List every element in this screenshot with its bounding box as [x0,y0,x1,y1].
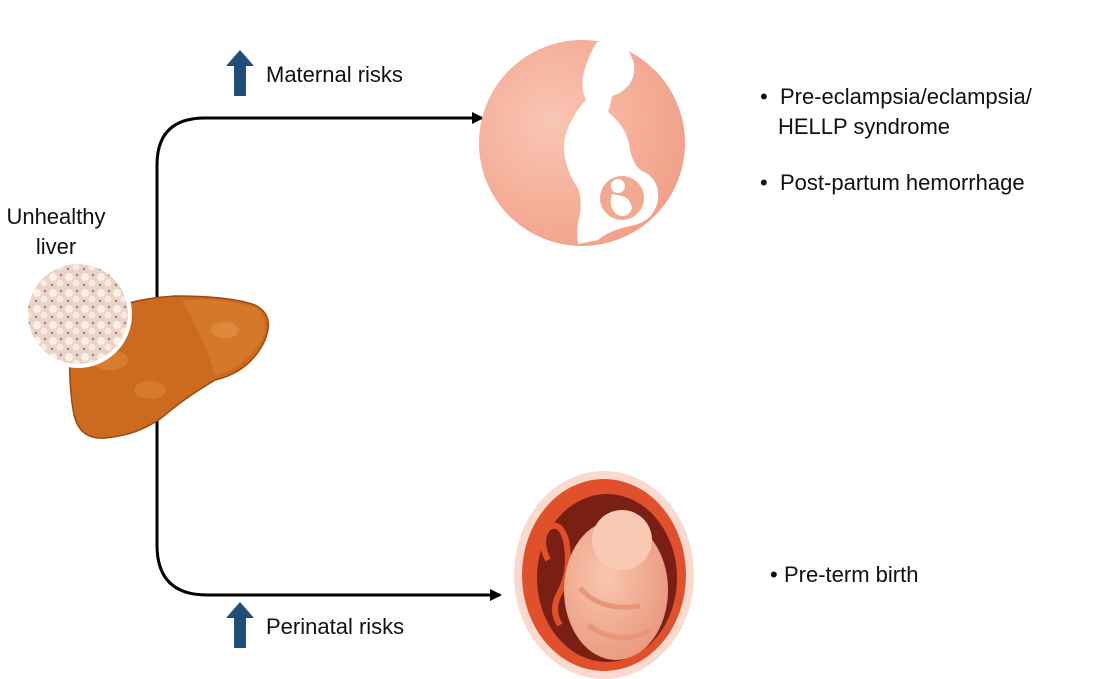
liver-label-line1: Unhealthy [0,202,112,232]
maternal-increase-arrow-icon [226,50,254,96]
fetus-in-womb-icon [514,471,694,679]
perinatal-risks-label: Perinatal risks [266,614,404,640]
maternal-risks-label: Maternal risks [266,62,403,88]
bullet-icon: • [770,560,784,590]
liver-label: Unhealthy liver [0,202,112,262]
maternal-risk-1: Pre-eclampsia/eclampsia/ [780,84,1032,109]
list-item: •Pre-term birth [770,560,918,590]
perinatal-risk-list: •Pre-term birth [770,560,918,590]
maternal-risk-list: •Pre-eclampsia/eclampsia/ HELLP syndrome… [760,82,1032,198]
list-item: •Post-partum hemorrhage [760,168,1032,198]
list-item: HELLP syndrome [760,112,1032,142]
bullet-icon: • [760,168,780,198]
maternal-risk-2: Post-partum hemorrhage [780,170,1025,195]
perinatal-increase-arrow-icon [226,602,254,648]
list-item: •Pre-eclampsia/eclampsia/ [760,82,1032,112]
perinatal-risk-1: Pre-term birth [784,562,918,587]
perinatal-connector-arrow [157,400,500,595]
maternal-connector-arrow [157,118,482,300]
liver-label-line2: liver [0,232,112,262]
bullet-icon: • [760,82,780,112]
pregnant-woman-icon [479,40,685,246]
maternal-risk-1-continued: HELLP syndrome [778,114,950,139]
liver-tissue-icon [26,262,130,366]
